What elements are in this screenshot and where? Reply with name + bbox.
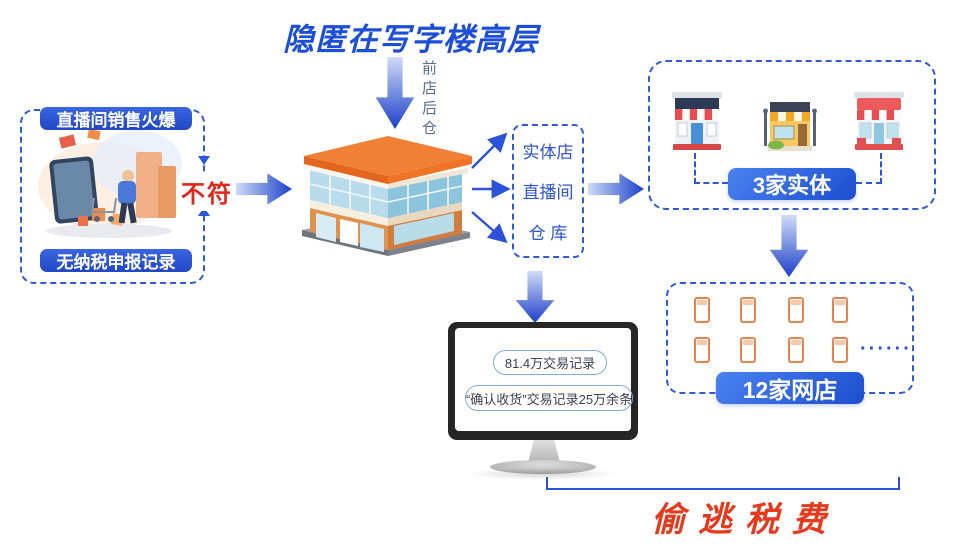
online-stores-badge: 12家网店 bbox=[716, 372, 864, 404]
front-store-back-warehouse-note: 前店后仓 bbox=[420, 60, 437, 140]
online-shop-icon bbox=[726, 336, 770, 368]
grouping-bracket bbox=[546, 477, 900, 490]
office-building-illustration bbox=[302, 136, 472, 256]
channel-livestream-room: 直播间 bbox=[522, 183, 574, 203]
person-figure bbox=[122, 170, 134, 182]
dashed-connector bbox=[694, 153, 728, 184]
arrow-up-icon bbox=[198, 207, 210, 216]
label-livestream-sales-hot: 直播间销售火爆 bbox=[40, 107, 192, 130]
conclusion-label: 偷逃税费 bbox=[651, 501, 839, 539]
channel-warehouse: 仓 库 bbox=[528, 224, 568, 244]
confirmed-receipt-bubble: “确认收货”交易记录25万余条 bbox=[465, 385, 633, 411]
arrow-down-icon bbox=[769, 215, 809, 277]
online-shop-icon bbox=[680, 296, 724, 328]
monitor-shadow bbox=[466, 468, 620, 480]
monitor-base bbox=[490, 460, 596, 474]
channel-physical-store: 实体店 bbox=[522, 142, 574, 162]
online-shop-icon bbox=[818, 336, 862, 368]
ground-shadow bbox=[46, 224, 172, 238]
transactions-total-bubble: 81.4万交易记录 bbox=[493, 350, 607, 375]
arrow-down-icon bbox=[375, 57, 415, 129]
storefront-icon bbox=[672, 92, 722, 150]
storefront-icon bbox=[854, 92, 904, 150]
cart-wheel bbox=[94, 216, 100, 222]
physical-stores-panel bbox=[648, 60, 936, 210]
livestream-shopper-illustration bbox=[30, 128, 188, 246]
arrow-down-icon bbox=[515, 271, 555, 323]
physical-stores-badge: 3家实体 bbox=[728, 168, 856, 200]
arrow-right-icon bbox=[588, 173, 644, 205]
online-shop-icon bbox=[774, 296, 818, 328]
channel-arrows bbox=[471, 132, 511, 244]
storefront-icon bbox=[763, 102, 817, 151]
online-shop-icon bbox=[818, 296, 862, 328]
desktop-monitor-icon: 81.4万交易记录 “确认收货”交易记录25万余条 bbox=[448, 322, 638, 440]
arrow-right-icon bbox=[236, 173, 292, 205]
monitor-stand bbox=[528, 440, 560, 463]
shopping-cart-icon bbox=[90, 198, 118, 213]
arrow-down-icon bbox=[198, 156, 210, 165]
mismatch-label: 不符 bbox=[180, 172, 234, 211]
dashed-connector bbox=[856, 153, 882, 184]
page-title: 隐匿在写字楼高层 bbox=[283, 22, 539, 57]
online-shop-icon bbox=[726, 296, 770, 328]
monitor-screen: 81.4万交易记录 “确认收货”交易记录25万余条 bbox=[455, 328, 633, 431]
cart-wheel bbox=[108, 216, 114, 222]
person-figure bbox=[118, 181, 136, 204]
online-shop-icon bbox=[680, 336, 724, 368]
online-shop-icon bbox=[774, 336, 818, 368]
building-silhouette bbox=[136, 152, 162, 218]
building-silhouette bbox=[158, 166, 176, 218]
more-shops-ellipsis: ······ bbox=[860, 338, 912, 360]
label-no-tax-filing: 无纳税申报记录 bbox=[40, 249, 192, 272]
channel-list: 实体店 直播间 仓 库 bbox=[512, 124, 584, 258]
parcel-icon bbox=[78, 216, 88, 226]
